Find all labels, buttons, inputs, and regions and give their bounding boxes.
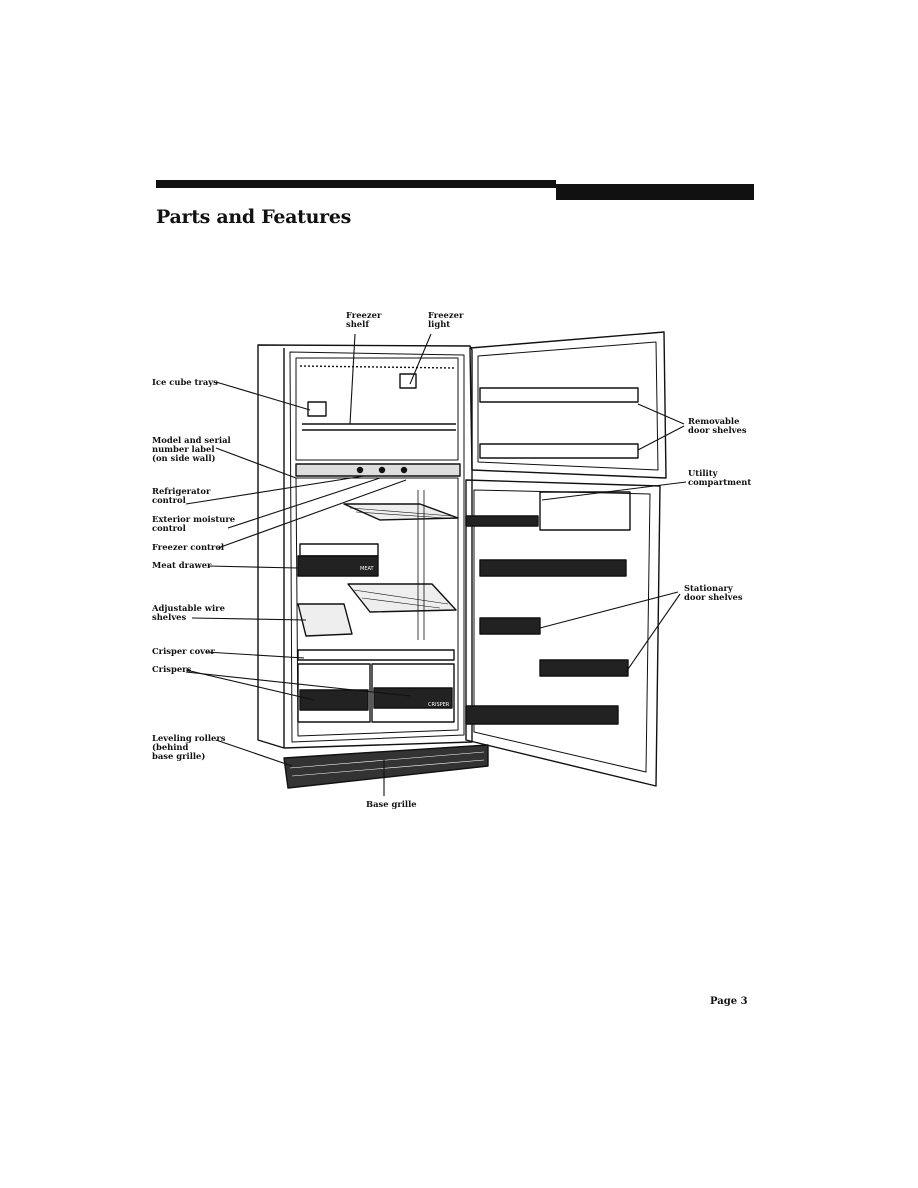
fresh-food-door bbox=[465, 479, 661, 787]
label-freezer-light: Freezer light bbox=[428, 310, 464, 329]
freezer-door bbox=[469, 331, 667, 479]
label-adjustable-shelves: Adjustable wire shelves bbox=[152, 603, 225, 622]
base-grille bbox=[283, 744, 489, 789]
freezer-door-shelf-2 bbox=[479, 443, 639, 459]
label-crispers: Crispers bbox=[152, 664, 192, 674]
label-freezer-shelf: Freezer shelf bbox=[346, 310, 382, 329]
door-shelf-4 bbox=[465, 705, 619, 725]
crisper-left bbox=[297, 663, 371, 723]
crisper-cover bbox=[297, 649, 455, 661]
page-number: Page 3 bbox=[710, 996, 748, 1007]
crisper-right bbox=[371, 663, 455, 723]
control-strip bbox=[295, 463, 461, 477]
page-title: Parts and Features bbox=[156, 206, 352, 228]
label-utility-compartment: Utility compartment bbox=[688, 468, 752, 487]
label-removable-door-shelves: Removable door shelves bbox=[688, 416, 747, 435]
label-meat-drawer: Meat drawer bbox=[152, 560, 212, 570]
meat-tag: MEAT bbox=[360, 566, 375, 572]
ice-tray bbox=[307, 401, 327, 417]
label-refrigerator-control: Refrigerator control bbox=[152, 486, 211, 505]
crisper-tag-right: CRISPER bbox=[428, 702, 450, 708]
label-base-grille: Base grille bbox=[366, 799, 417, 809]
label-stationary-door-shelves: Stationary door shelves bbox=[684, 583, 743, 602]
freezer-light-box bbox=[399, 373, 417, 389]
wire-shelf-middle bbox=[347, 583, 457, 613]
header-rule-thin bbox=[156, 180, 556, 186]
door-shelf-2 bbox=[479, 617, 541, 635]
door-shelf-3 bbox=[539, 659, 629, 677]
crisper-tag-left: CRISPER bbox=[318, 712, 340, 718]
leader-lines bbox=[185, 333, 687, 796]
utility-compartment bbox=[539, 491, 631, 531]
door-shelf-1 bbox=[479, 559, 627, 577]
label-exterior-moisture: Exterior moisture control bbox=[152, 514, 236, 533]
label-crisper-cover: Crisper cover bbox=[152, 646, 215, 656]
header-rule bbox=[156, 184, 754, 188]
label-leveling-rollers: Leveling rollers (behind base grille) bbox=[152, 733, 226, 761]
freezer-compartment bbox=[295, 357, 459, 461]
freezer-door-shelf-1 bbox=[479, 387, 639, 403]
freezer-shelf bbox=[302, 423, 456, 431]
header-rule-thick bbox=[556, 186, 754, 200]
label-model-serial: Model and serial number label (on side w… bbox=[152, 435, 231, 463]
label-freezer-control: Freezer control bbox=[152, 542, 225, 552]
wire-shelf-left bbox=[297, 603, 353, 637]
label-ice-cube-trays: Ice cube trays bbox=[152, 377, 218, 387]
